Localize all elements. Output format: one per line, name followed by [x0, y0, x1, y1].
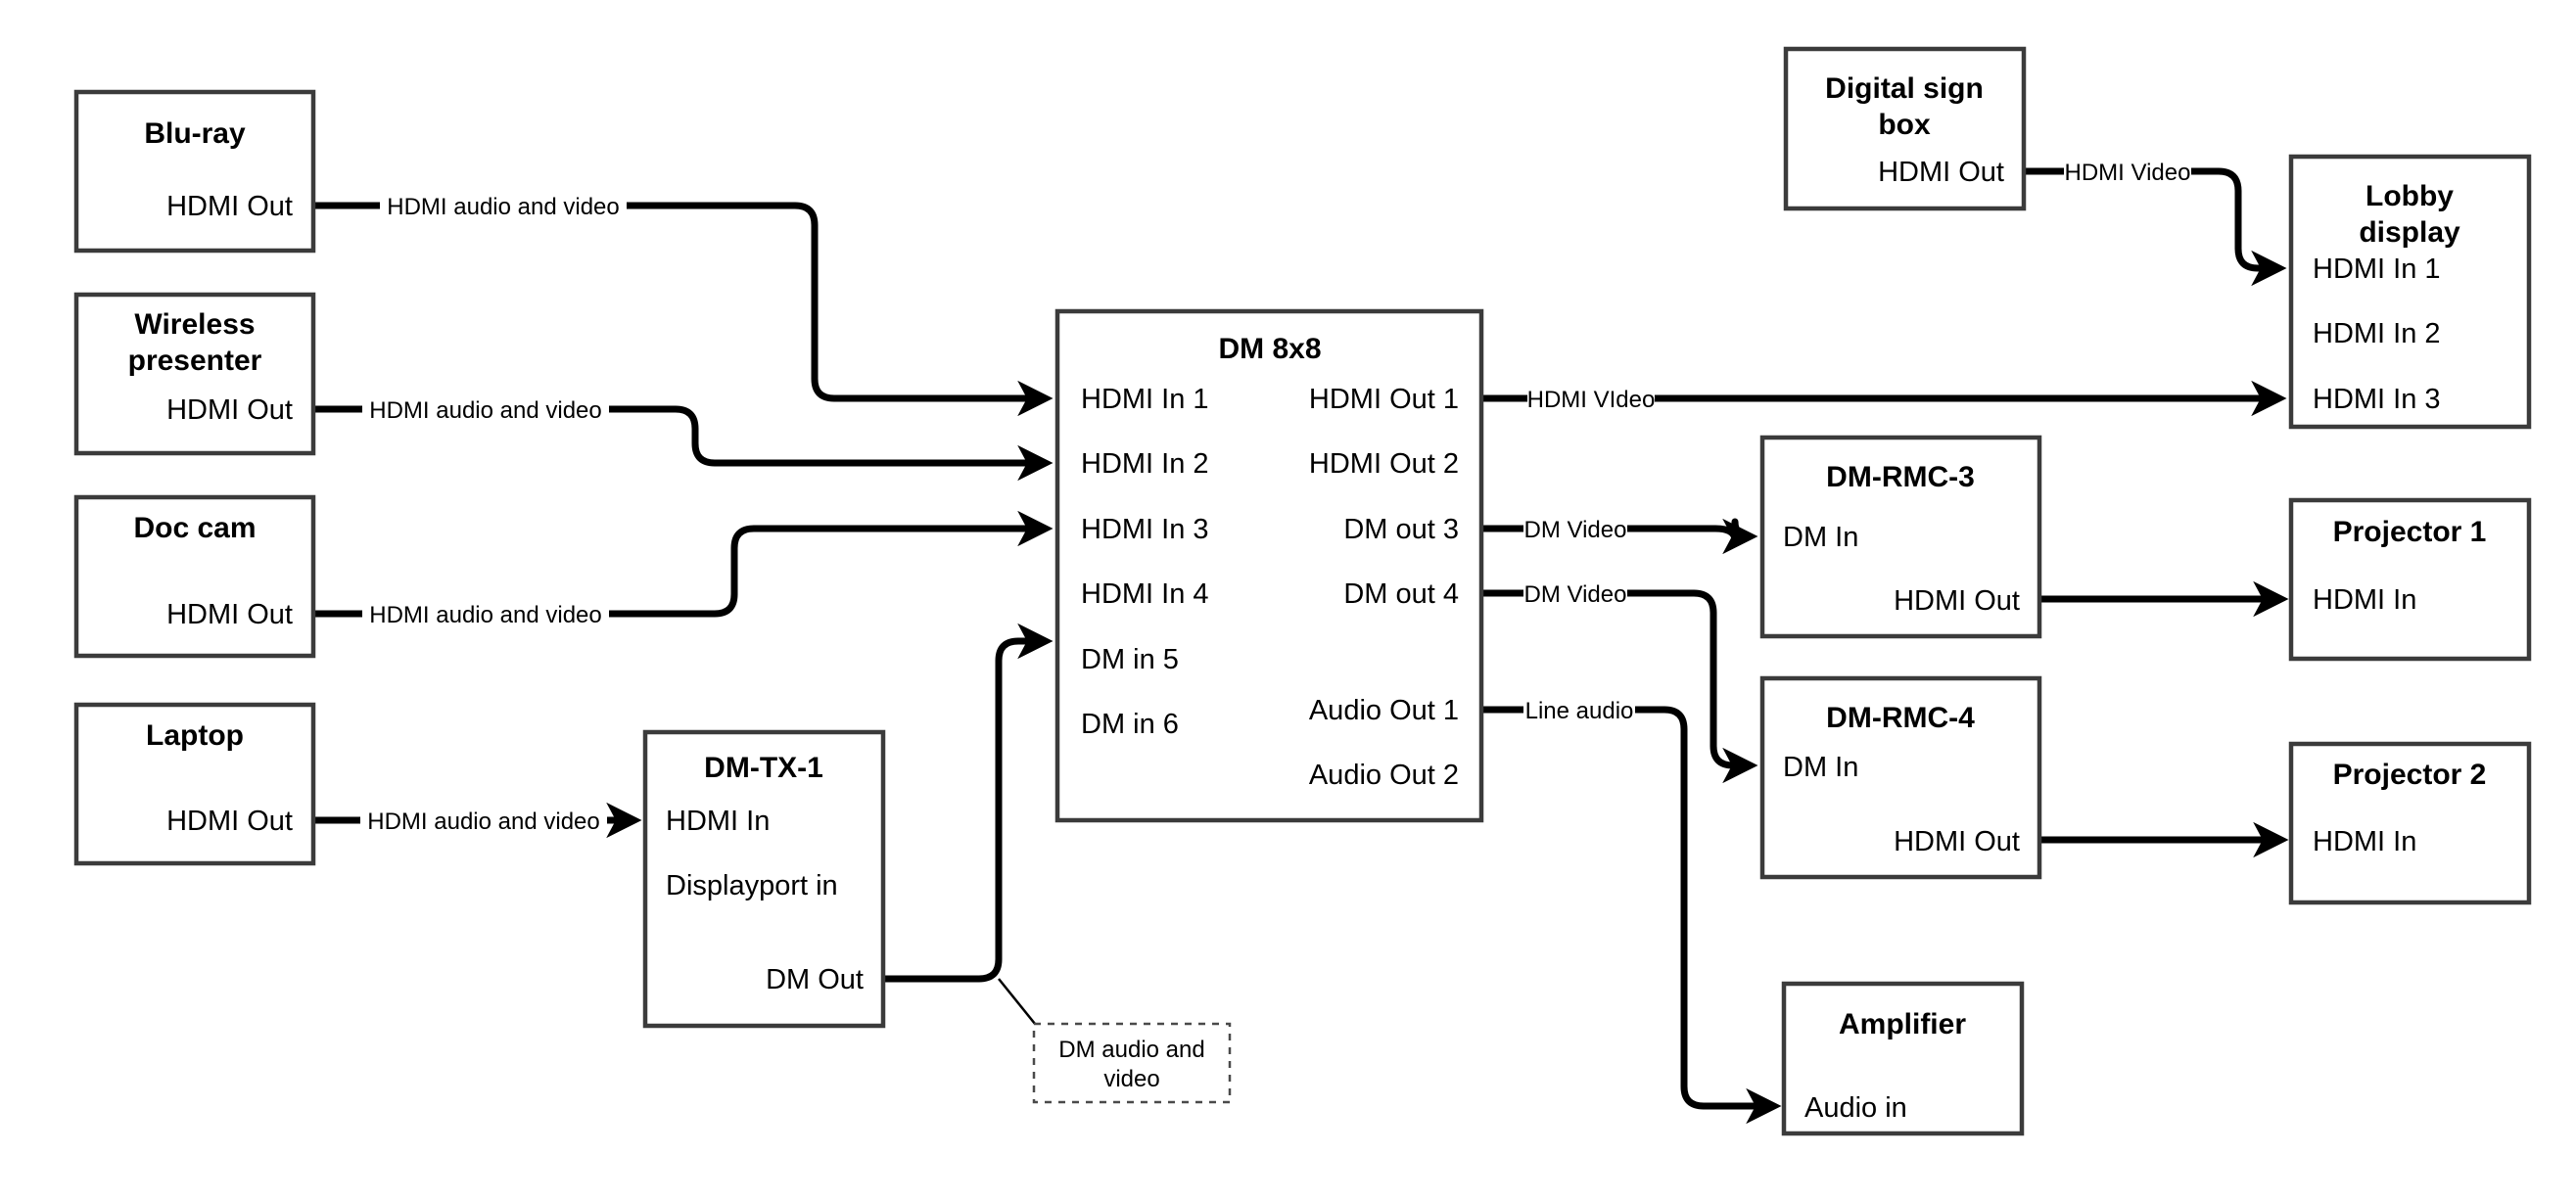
amplifier-title: Amplifier	[1839, 1008, 1966, 1040]
edge-label-wireless: HDMI audio and video	[369, 397, 601, 424]
projector2-box[interactable]	[2288, 741, 2532, 905]
node-projector-2[interactable]: Projector 2 HDMI In	[2288, 741, 2532, 905]
wireless-box[interactable]	[73, 292, 316, 456]
bluray-box[interactable]	[73, 89, 316, 254]
rmc4-port-dm-in[interactable]: DM In	[1783, 752, 1858, 783]
dm8x8-input-dm-in-5[interactable]: DM in 5	[1081, 644, 1179, 675]
node-wireless-presenter[interactable]: Wireless presenter HDMI Out	[73, 292, 316, 456]
edge-label-laptop: HDMI audio and video	[367, 808, 599, 835]
signbox-box[interactable]	[1783, 46, 2027, 211]
edge-doccam-to-dm-in3: HDMI audio and video	[196, 529, 1046, 628]
edge-dm-out4-to-rmc4: DM Video	[1481, 581, 1751, 765]
dm8x8-output-dm-out-3[interactable]: DM out 3	[1343, 514, 1459, 545]
rmc4-box[interactable]	[1759, 675, 2042, 880]
projector2-title: Projector 2	[2333, 759, 2487, 791]
laptop-box[interactable]	[73, 702, 316, 866]
bluray-title: Blu-ray	[144, 117, 246, 150]
dm8x8-output-hdmi-out-1[interactable]: HDMI Out 1	[1309, 384, 1459, 415]
node-projector-1[interactable]: Projector 1 HDMI In	[2288, 497, 2532, 662]
dm8x8-box[interactable]	[1054, 308, 1484, 823]
amplifier-port-audio-in[interactable]: Audio in	[1804, 1092, 1907, 1124]
bluray-port-hdmi-out[interactable]: HDMI Out	[166, 191, 293, 222]
dm8x8-output-audio-out-1[interactable]: Audio Out 1	[1309, 695, 1459, 726]
dm8x8-output-dm-out-4[interactable]: DM out 4	[1343, 578, 1459, 610]
edge-wireless-to-dm-in2: HDMI audio and video	[196, 397, 1046, 463]
projector1-box[interactable]	[2288, 497, 2532, 662]
note-box	[1032, 1022, 1232, 1104]
dm8x8-input-hdmi-in-4[interactable]: HDMI In 4	[1081, 578, 1209, 610]
node-amplifier[interactable]: Amplifier Audio in	[1781, 981, 2025, 1136]
edge-label-dm-out4: DM Video	[1524, 581, 1627, 608]
dmtx1-box[interactable]	[642, 729, 886, 1029]
node-digital-sign-box[interactable]: Digital sign box HDMI Out	[1783, 46, 2027, 211]
edge-label-bluray: HDMI audio and video	[387, 194, 619, 220]
wireless-title-line1: Wireless	[134, 308, 255, 341]
node-laptop[interactable]: Laptop HDMI Out	[73, 702, 316, 866]
node-bluray[interactable]: Blu-ray HDMI Out	[73, 89, 316, 254]
edge-dmtx1-to-dm-in5	[883, 623, 1056, 1050]
edge-label-doccam: HDMI audio and video	[369, 602, 601, 628]
lobby-port-hdmi-in-3[interactable]: HDMI In 3	[2313, 384, 2441, 415]
dm8x8-output-hdmi-out-2[interactable]: HDMI Out 2	[1309, 448, 1459, 480]
edge-signbox-to-lobby-in1: HDMI Video	[2024, 160, 2279, 268]
rmc3-port-hdmi-out[interactable]: HDMI Out	[1894, 585, 2020, 617]
wireless-port-hdmi-out[interactable]: HDMI Out	[166, 394, 293, 426]
node-lobby-display[interactable]: Lobby display HDMI In 1 HDMI In 2 HDMI I…	[2288, 154, 2532, 430]
edge-dm-out1-to-lobby-in3: HDMI VIdeo	[1481, 387, 2279, 413]
dmtx1-port-dm-out[interactable]: DM Out	[766, 964, 864, 995]
doccam-title: Doc cam	[133, 512, 256, 544]
rmc4-port-hdmi-out[interactable]: HDMI Out	[1894, 826, 2020, 857]
rmc3-box[interactable]	[1759, 435, 2042, 639]
node-dm-tx-1[interactable]: DM-TX-1 HDMI In Displayport in DM Out	[642, 729, 886, 1029]
edge-bluray-to-dm-in1: HDMI audio and video	[196, 194, 1046, 398]
dm8x8-input-dm-in-6[interactable]: DM in 6	[1081, 709, 1179, 740]
dm8x8-input-hdmi-in-3[interactable]: HDMI In 3	[1081, 514, 1209, 545]
dm8x8-output-audio-out-2[interactable]: Audio Out 2	[1309, 760, 1459, 791]
dmtx1-port-displayport-in[interactable]: Displayport in	[666, 870, 838, 901]
node-doc-cam[interactable]: Doc cam HDMI Out	[73, 494, 316, 659]
rmc3-title: DM-RMC-3	[1826, 461, 1975, 493]
edge-dm-audio1-to-amp: Line audio	[1481, 698, 1774, 1106]
projector1-port-hdmi-in[interactable]: HDMI In	[2313, 584, 2416, 616]
edge-label-dm-out3: DM Video	[1524, 517, 1627, 543]
dm8x8-title: DM 8x8	[1218, 333, 1321, 365]
wireless-title-line2: presenter	[128, 345, 262, 377]
lobby-title-line1: Lobby	[2365, 180, 2454, 212]
lobby-box[interactable]	[2288, 154, 2532, 430]
laptop-title: Laptop	[146, 719, 244, 752]
note-text-line1: DM audio and	[1058, 1037, 1204, 1063]
edge-dm-out3-to-rmc3: DM Video	[1481, 517, 1751, 543]
node-dm-rmc-3[interactable]: DM-RMC-3 DM In HDMI Out	[1759, 435, 2042, 639]
signbox-port-hdmi-out[interactable]: HDMI Out	[1878, 157, 2004, 188]
doccam-port-hdmi-out[interactable]: HDMI Out	[166, 599, 293, 630]
doccam-box[interactable]	[73, 494, 316, 659]
note-text-line2: video	[1103, 1066, 1159, 1092]
lobby-title-line2: display	[2359, 216, 2460, 249]
dm8x8-input-hdmi-in-1[interactable]: HDMI In 1	[1081, 384, 1209, 415]
node-dm-8x8[interactable]: DM 8x8 HDMI In 1 HDMI In 2 HDMI In 3 HDM…	[1054, 308, 1484, 823]
amplifier-box[interactable]	[1781, 981, 2025, 1136]
lobby-port-hdmi-in-1[interactable]: HDMI In 1	[2313, 254, 2441, 285]
edge-label-signbox: HDMI Video	[2065, 160, 2191, 186]
laptop-port-hdmi-out[interactable]: HDMI Out	[166, 806, 293, 837]
dm8x8-input-hdmi-in-2[interactable]: HDMI In 2	[1081, 448, 1209, 480]
edge-laptop-to-dmtx1: HDMI audio and video	[196, 808, 634, 835]
signbox-title-line1: Digital sign	[1825, 72, 1984, 105]
signbox-title-line2: box	[1878, 109, 1931, 141]
projector2-port-hdmi-in[interactable]: HDMI In	[2313, 826, 2416, 857]
lobby-port-hdmi-in-2[interactable]: HDMI In 2	[2313, 318, 2441, 349]
dmtx1-port-hdmi-in[interactable]: HDMI In	[666, 806, 770, 837]
projector1-title: Projector 1	[2333, 516, 2487, 548]
node-dm-rmc-4[interactable]: DM-RMC-4 DM In HDMI Out	[1759, 675, 2042, 880]
note-dm-audio-and-video: DM audio and video	[1032, 1022, 1232, 1104]
edge-label-audio-out1: Line audio	[1525, 698, 1634, 724]
rmc4-title: DM-RMC-4	[1826, 702, 1975, 734]
rmc3-port-dm-in[interactable]: DM In	[1783, 522, 1858, 553]
dmtx1-title: DM-TX-1	[704, 752, 823, 784]
edge-label-dm-out1: HDMI VIdeo	[1527, 387, 1656, 413]
